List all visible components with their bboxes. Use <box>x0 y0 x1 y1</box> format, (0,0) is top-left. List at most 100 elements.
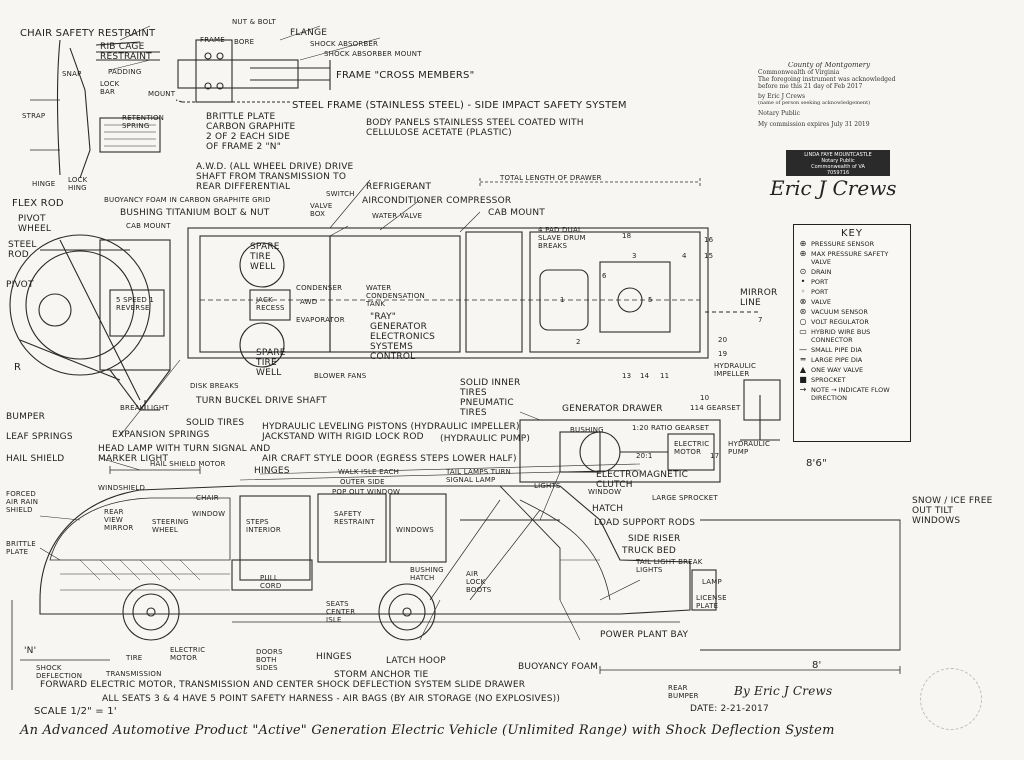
label-side-riser: SIDE RISER <box>628 534 681 544</box>
part-number: 4 <box>682 252 687 260</box>
label-windshield: WINDSHIELD <box>98 484 146 492</box>
key-item: →NOTE → INDICATE FLOW DIRECTION <box>794 385 910 403</box>
label-switch: SWITCH <box>326 190 355 198</box>
label-shock-absorber: SHOCK ABSORBER <box>310 40 379 48</box>
label-spare-tire-well-2: SPARE TIRE WELL <box>256 348 286 378</box>
label-mount: MOUNT <box>148 90 176 98</box>
label-lock-bar: LOCK BAR <box>100 80 120 96</box>
drain-icon: ⊙ <box>799 267 807 276</box>
key-item-label: SPROCKET <box>811 376 846 384</box>
label-tire: TIRE <box>126 654 143 662</box>
seal-line: Commonwealth of VA <box>811 164 865 170</box>
notary-line2: before me this 21 day of Feb 2017 <box>758 83 863 90</box>
label-tail-lamps: TAIL LAMPS TURN SIGNAL LAMP <box>446 468 511 484</box>
label-storm-anchor: STORM ANCHOR TIE <box>334 670 429 680</box>
key-item: ▭HYBRID WIRE BUS CONNECTOR <box>794 327 910 345</box>
label-ray-generator: "RAY" GENERATOR ELECTRONICS SYSTEMS CONT… <box>370 312 436 362</box>
notary-by: by Eric J Crews <box>758 93 806 100</box>
label-strap: STRAP <box>22 112 46 120</box>
key-item-label: PRESSURE SENSOR <box>811 240 875 248</box>
key-item: •PORT <box>794 277 910 287</box>
key-item: ═LARGE PIPE DIA <box>794 355 910 365</box>
drawing-title: An Advanced Automotive Product "Active" … <box>20 723 835 738</box>
label-pull-cord: PULL CORD <box>260 574 282 590</box>
label-windows: WINDOWS <box>396 526 434 534</box>
seal-line: 7059716 <box>826 170 850 176</box>
vacuum-sensor-icon: ⊛ <box>799 307 807 316</box>
label-all-seats: ALL SEATS 3 & 4 HAVE 5 POINT SAFETY HARN… <box>102 694 561 704</box>
label-five-speed: 5 SPEED 1 REVERSE <box>116 296 155 312</box>
part-number: 20 <box>718 336 728 344</box>
label-flex-rod: FLEX ROD <box>12 198 64 209</box>
notary-seal: LINDA FAYE MOUNTCASTLE Notary Public Com… <box>786 150 890 176</box>
key-item-label: PORT <box>811 278 829 286</box>
label-aircraft-door: AIR CRAFT STYLE DOOR (EGRESS STEPS LOWER… <box>262 454 517 464</box>
label-pop-out-window: POP OUT WINDOW <box>332 488 401 496</box>
key-item: ○VOLT REGULATOR <box>794 317 910 327</box>
label-truck-bed: TRUCK BED <box>622 546 676 556</box>
label-flange: FLANGE <box>290 28 328 38</box>
label-pivot: PIVOT <box>6 280 34 290</box>
label-four-pad-drum: 4 PAD DUAL SLAVE DRUM BREAKS <box>538 226 586 250</box>
seal-line: Notary Public <box>821 158 855 164</box>
key-item-label: HYBRID WIRE BUS CONNECTOR <box>811 328 871 344</box>
label-snow-ice: SNOW / ICE FREE OUT TILT WINDOWS <box>912 496 993 526</box>
label-hinge: HINGE <box>32 180 56 188</box>
label-pnematic-tires: PNEUMATIC TIRES <box>460 398 514 418</box>
label-solid-inner-tires: SOLID INNER TIRES <box>460 378 521 398</box>
chassis-top-view <box>187 227 760 368</box>
label-water-valve: WATER VALVE <box>372 212 423 220</box>
label-walk-isle: WALK ISLE EACH <box>338 468 400 476</box>
notary-name-of-person: (name of person seeking acknowledgement) <box>758 100 871 106</box>
label-forced-air: FORCED AIR RAIN SHIELD <box>6 490 39 514</box>
label-scale: SCALE 1/2" = 1' <box>34 706 117 717</box>
key-item: ⊛ VACUUM SENSOR <box>794 307 910 317</box>
vehicle-side-elevation <box>39 463 901 651</box>
label-rib-cage: RIB CAGE RESTRAINT <box>100 42 152 62</box>
label-hydraulic-impeller: HYDRAULIC IMPELLER <box>714 362 757 378</box>
label-rear-view-mirror: REAR VIEW MIRROR <box>104 508 134 532</box>
label-rear-bumper: REAR BUMPER <box>668 684 699 700</box>
label-dim-8: 8' <box>812 660 822 671</box>
seal-line: LINDA FAYE MOUNTCASTLE <box>804 152 872 158</box>
label-chair-safety-restraint: CHAIR SAFETY RESTRAINT <box>20 28 156 39</box>
label-lights: LIGHTS <box>534 482 561 490</box>
label-shock-deflection: SHOCK DEFLECTION <box>36 664 83 680</box>
label-evaporator: EVAPORATOR <box>296 316 345 324</box>
large-pipe-icon: ═ <box>800 355 806 364</box>
label-bushing: BUSHING <box>570 426 604 434</box>
label-expansion-springs: EXPANSION SPRINGS <box>112 430 210 440</box>
key-item: ■ SPROCKET <box>794 375 910 385</box>
label-hydraulic-pump: (HYDRAULIC PUMP) <box>440 434 531 444</box>
label-lamp: LAMP <box>702 578 722 586</box>
label-hinges: HINGES <box>254 466 290 476</box>
sprocket-icon: ■ <box>799 375 807 384</box>
label-electric-motor: ELECTRIC MOTOR <box>674 440 710 456</box>
label-solid-tires: SOLID TIRES <box>186 418 245 428</box>
label-bore: BORE <box>234 38 255 46</box>
label-snap: SNAP <box>62 70 82 78</box>
part-number: 1 <box>560 296 565 304</box>
key-item: ▲ONE WAY VALVE <box>794 365 910 375</box>
label-turnbuckel: TURN BUCKEL DRIVE SHAFT <box>196 396 327 406</box>
label-total-length-drawer: TOTAL LENGTH OF DRAWER <box>500 174 602 182</box>
label-frame: FRAME <box>200 36 225 44</box>
label-steel-rod: STEEL ROD <box>8 240 37 260</box>
label-blower-fans: BLOWER FANS <box>314 372 367 380</box>
label-load-support: LOAD SUPPORT RODS <box>594 518 696 528</box>
key-item-label: VACUUM SENSOR <box>811 308 868 316</box>
part-number: 3 <box>632 252 637 260</box>
label-tail-light-break: TAIL LIGHT BREAK LIGHTS <box>636 558 703 574</box>
label-electromagnetic-clutch: ELECTROMAGNETIC CLUTCH <box>596 470 689 490</box>
front-suspension-detail <box>9 234 171 411</box>
label-n: 'N' <box>24 646 37 656</box>
part-number: 14 <box>640 372 650 380</box>
label-bushing-titanium: BUSHING TITANIUM BOLT & NUT <box>120 208 270 218</box>
leader-lines <box>39 25 641 641</box>
part-number: 2 <box>576 338 581 346</box>
label-cab-mount-2: CAB MOUNT <box>126 222 171 230</box>
label-bushing-hatch: BUSHING HATCH <box>410 566 444 582</box>
label-valve-box: VALVE BOX <box>310 202 333 218</box>
chair-restraint-detail <box>30 39 161 179</box>
label-buoyancy-foam: BUOYANCY FOAM <box>518 662 599 672</box>
